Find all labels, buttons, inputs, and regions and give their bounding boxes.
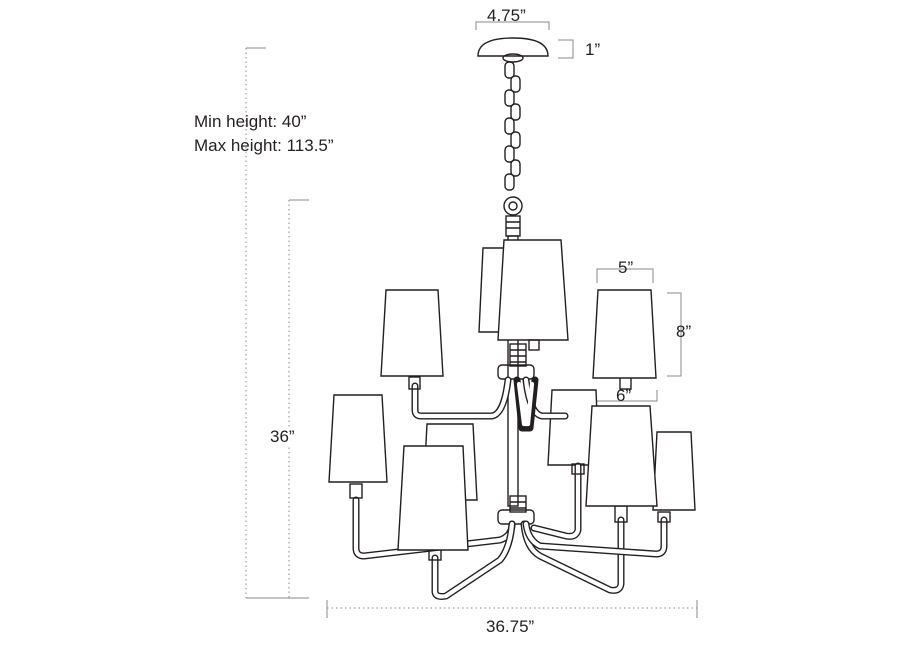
lower-arms: [349, 462, 671, 600]
min-height-label: Min height: 40”: [194, 112, 307, 131]
canopy-width-guide: [475, 21, 550, 30]
canopy-height-label: 1”: [585, 40, 601, 59]
shade-width-label: 5”: [618, 258, 634, 277]
width-guide: [326, 600, 698, 618]
canopy-height-guide: [558, 39, 574, 59]
shade-height-label: 8”: [676, 322, 692, 341]
shade-width-guide: [596, 268, 654, 283]
upper-arms: [408, 376, 632, 432]
overall-height-guide: [245, 47, 266, 598]
body-height-label: 36”: [270, 427, 295, 447]
shade-height-guide: [667, 292, 682, 377]
overall-width-label: 36.75”: [486, 617, 535, 636]
shade-base-label: 6”: [616, 386, 632, 405]
max-height-label: Max height: 113.5”: [194, 136, 334, 155]
front-shades: [328, 239, 658, 551]
body-height-guide: [246, 199, 309, 599]
canopy: [477, 37, 549, 63]
canopy-width-label: 4.75”: [487, 6, 526, 25]
chain: [503, 61, 523, 237]
